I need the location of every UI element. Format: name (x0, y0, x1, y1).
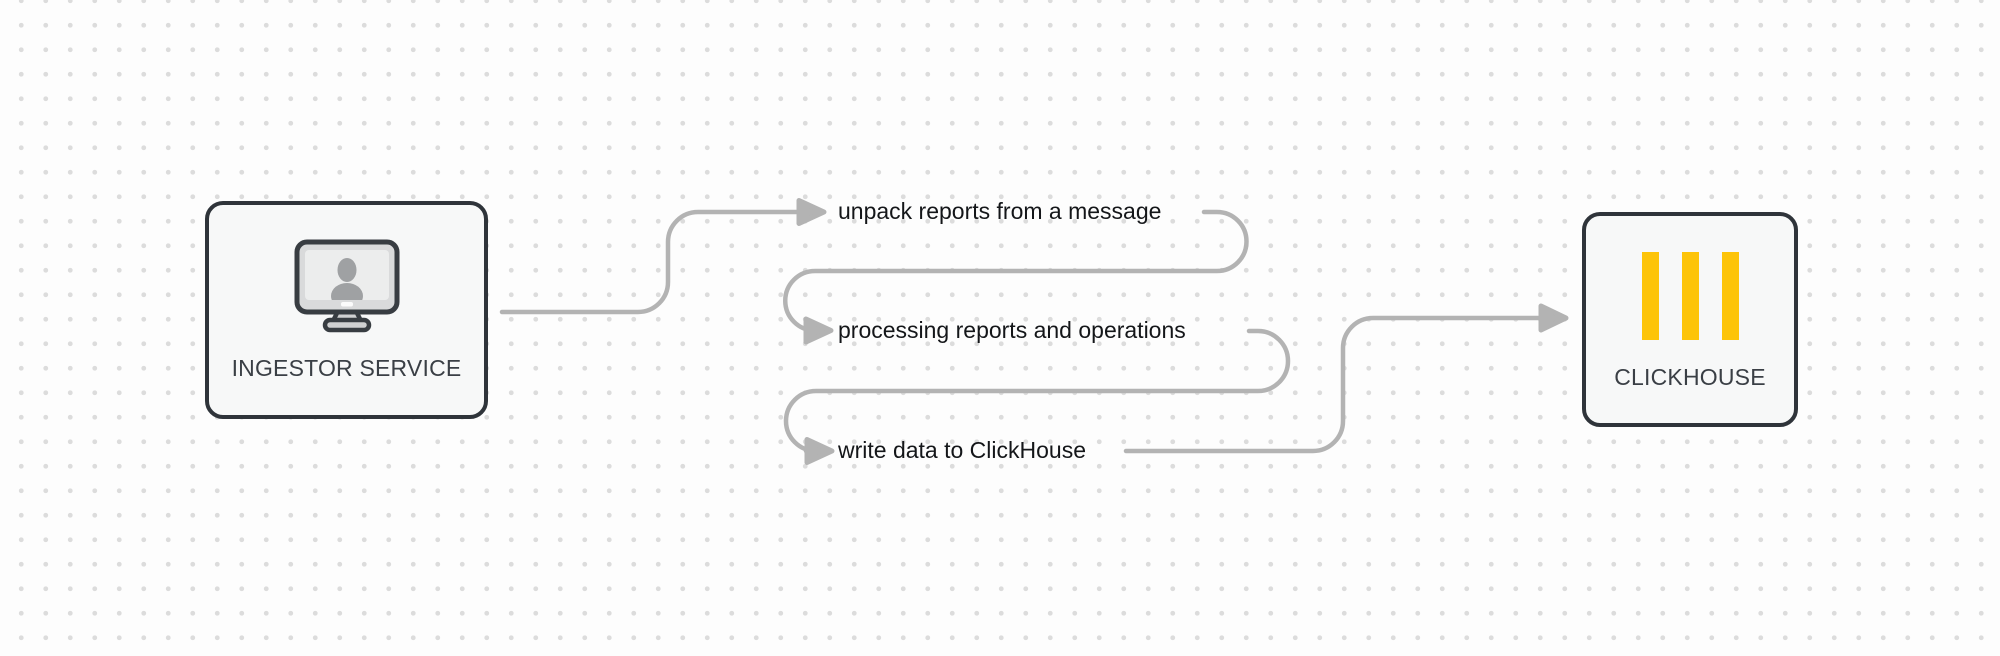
connector-step3-to-clickhouse (1123, 315, 1543, 454)
arrowhead-step1 (796, 198, 827, 226)
clickhouse-logo-icon (1642, 252, 1739, 340)
connector-step2-to-step3 (783, 328, 1291, 454)
step-label-write-data: write data to ClickHouse (838, 437, 1086, 464)
node-ingestor-service: INGESTOR SERVICE (205, 201, 488, 419)
node-label-ingestor: INGESTOR SERVICE (231, 355, 462, 381)
arrowhead-step3 (804, 437, 835, 465)
arrowhead-clickhouse (1538, 303, 1569, 333)
step-label-processing-reports: processing reports and operations (838, 317, 1186, 344)
node-clickhouse: CLICKHOUSE (1582, 212, 1798, 427)
node-label-clickhouse: CLICKHOUSE (1614, 364, 1766, 390)
connector-step1-to-step2 (783, 209, 1249, 333)
connector-ingestor-to-step1 (499, 209, 800, 315)
step-label-unpack-reports: unpack reports from a message (838, 198, 1162, 225)
monitor-user-icon (294, 239, 399, 333)
arrowhead-step2 (803, 316, 834, 345)
